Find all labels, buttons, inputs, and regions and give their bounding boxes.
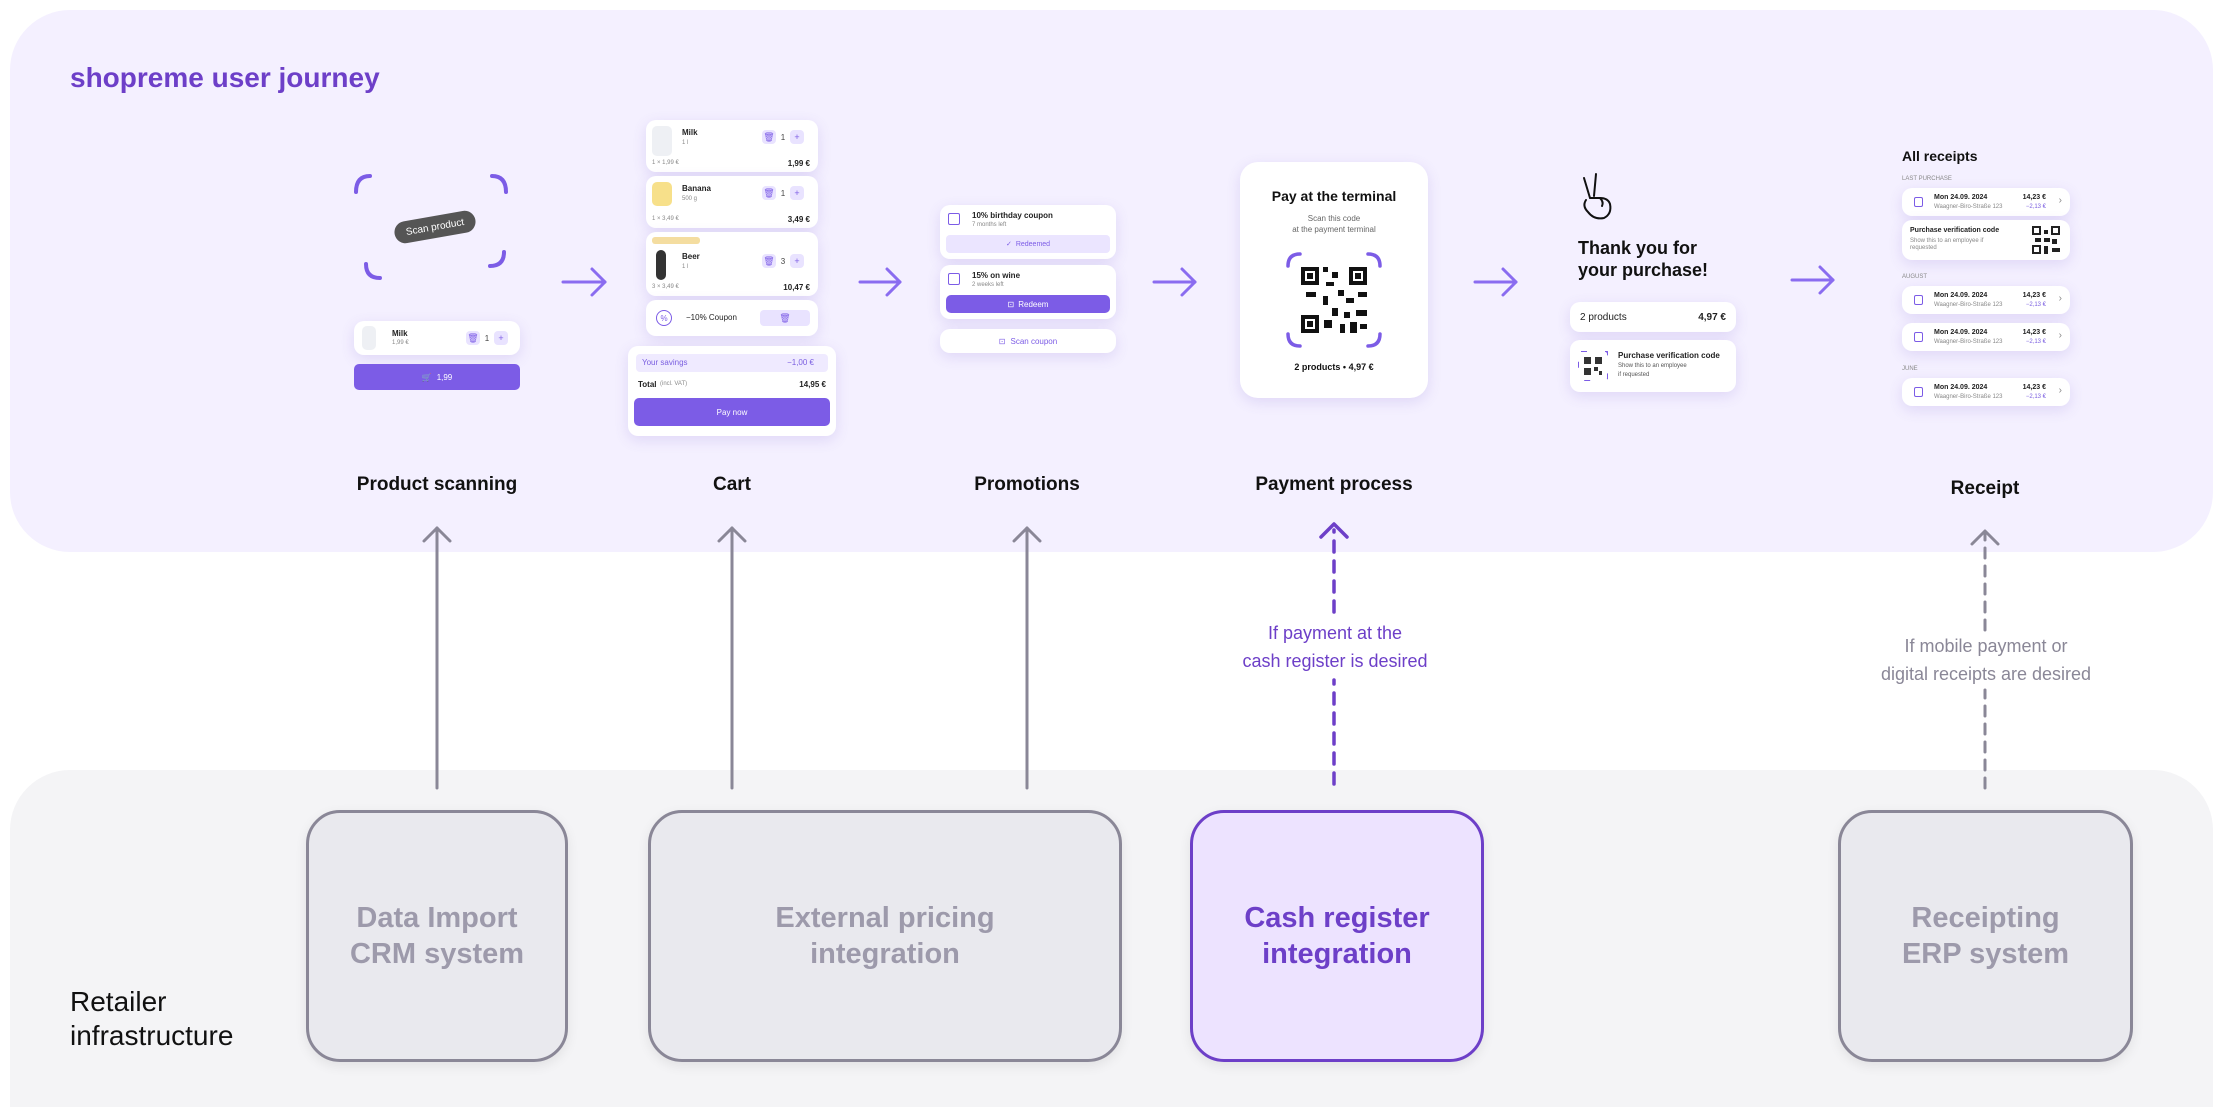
delete-icon: 🗑 <box>779 312 791 323</box>
banana-thumbnail <box>652 182 672 206</box>
cart-summary: Your savings −1,00 € Total (incl. VAT) 1… <box>628 346 836 436</box>
quantity-stepper[interactable]: 🗑3+ <box>762 254 804 268</box>
step-label-receipt: Receipt <box>1950 478 2020 499</box>
step-label-cart: Cart <box>712 474 751 495</box>
delete-icon[interactable]: 🗑 <box>762 186 776 200</box>
scanned-item-price: 1,99 € <box>392 340 409 346</box>
pay-now-button[interactable]: Pay now <box>634 398 830 426</box>
receipt-condition-note: If mobile payment or digital receipts ar… <box>1880 636 2092 684</box>
quantity-stepper[interactable]: 🗑1+ <box>762 130 804 144</box>
receipt-entry[interactable]: Mon 24.09. 2024 Waagner-Biro-Straße 123 … <box>1902 323 2070 351</box>
coupon-icon <box>948 273 960 285</box>
verification-card: Purchase verification code Show this to … <box>1902 220 2070 260</box>
quantity-stepper[interactable]: 🗑1+ <box>762 186 804 200</box>
scan-coupon-button[interactable]: ⊡Scan coupon <box>940 329 1116 353</box>
victory-hand-icon <box>1583 173 1612 220</box>
journey-title: shopreme user journey <box>70 62 380 93</box>
check-icon: ✓ <box>1005 241 1012 248</box>
arrow-up-icon <box>422 526 452 790</box>
plus-icon[interactable]: + <box>790 130 804 144</box>
quantity-stepper[interactable]: 🗑1+ <box>466 331 508 345</box>
payment-summary: 2 products • 4,97 € <box>1294 362 1374 372</box>
coupon-icon <box>948 213 960 225</box>
receipt-icon <box>1914 197 1923 207</box>
receipts-title: All receipts <box>1902 148 1978 164</box>
milk-thumbnail <box>652 126 672 156</box>
cart-icon: 🛒 <box>421 372 432 382</box>
step-label-payment-process: Payment process <box>1255 474 1413 495</box>
scan-icon: ⊡ <box>1007 299 1015 309</box>
step-label-product-scanning: Product scanning <box>356 474 518 495</box>
plus-icon[interactable]: + <box>790 254 804 268</box>
receipt-icon <box>1914 332 1923 342</box>
receipt-icon <box>1914 387 1923 397</box>
chevron-right-icon: › <box>2058 385 2062 396</box>
coupon-card[interactable]: 10% birthday coupon 7 months left ✓Redee… <box>940 205 1116 259</box>
cart-mockup: Milk 1 l 🗑1+ 1 × 1,99 € 1,99 € Banana 50… <box>628 120 836 440</box>
milk-thumbnail <box>362 326 376 350</box>
promotions-mockup: 10% birthday coupon 7 months left ✓Redee… <box>940 205 1116 355</box>
receipts-mockup: All receipts LAST PURCHASE Mon 24.09. 20… <box>1902 146 2074 416</box>
promo-tag <box>652 237 700 244</box>
cart-total-button[interactable]: 🛒1,99 <box>354 364 520 390</box>
qr-code-icon <box>1578 351 1608 381</box>
remove-coupon-button[interactable]: 🗑 <box>760 310 810 326</box>
verification-card: Purchase verification code Show this to … <box>1570 340 1736 392</box>
delete-icon[interactable]: 🗑 <box>762 130 776 144</box>
receipt-icon <box>1914 295 1923 305</box>
step-label-promotions: Promotions <box>974 474 1080 495</box>
redeemed-badge: ✓Redeemed <box>946 235 1110 253</box>
scan-icon: ⊡ <box>998 336 1006 346</box>
coupon-card[interactable]: 15% on wine 2 weeks left ⊡Redeem <box>940 265 1116 319</box>
chevron-right-icon: › <box>2058 330 2062 341</box>
infrastructure-title: Retailer infrastructure <box>70 986 234 1051</box>
chevron-right-icon: › <box>2058 195 2062 206</box>
payment-title: Pay at the terminal <box>1271 188 1397 204</box>
thank-you-mockup: Thank you for your purchase! 2 products … <box>1570 172 1740 402</box>
savings-row <box>636 354 828 372</box>
payment-condition-note: If payment at the cash register is desir… <box>1242 623 1428 671</box>
scanned-item-card[interactable]: Milk 1,99 € 🗑1+ <box>354 321 520 355</box>
qr-code-icon <box>2032 226 2060 254</box>
receipt-entry[interactable]: Mon 24.09. 2024 Waagner-Biro-Straße 123 … <box>1902 286 2070 314</box>
cart-item[interactable]: Milk 1 l 🗑1+ 1 × 1,99 € 1,99 € <box>646 120 818 172</box>
receipt-entry[interactable]: Mon 24.09. 2024 Waagner-Biro-Straße 123 … <box>1902 378 2070 406</box>
plus-icon[interactable]: + <box>494 331 508 345</box>
scan-frame-icon <box>354 174 508 280</box>
beer-thumbnail <box>656 250 666 280</box>
plus-icon[interactable]: + <box>790 186 804 200</box>
delete-icon[interactable]: 🗑 <box>466 331 480 345</box>
chevron-right-icon: › <box>2058 293 2062 304</box>
order-summary-card: 2 products 4,97 € <box>1570 302 1736 332</box>
qr-code-icon <box>1286 252 1382 348</box>
arrow-up-icon <box>1012 526 1042 790</box>
coupon-icon: % <box>656 310 672 326</box>
payment-mockup: Pay at the terminal Scan this code at th… <box>1240 162 1428 398</box>
scanned-item-name: Milk <box>392 329 408 338</box>
scan-mockup: Scan product Milk 1,99 € 🗑1+ 🛒1,99 <box>352 168 522 393</box>
delete-icon[interactable]: 🗑 <box>762 254 776 268</box>
cart-item[interactable]: Banana 500 g 🗑1+ 1 × 3,49 € 3,49 € <box>646 176 818 228</box>
redeem-button[interactable]: ⊡Redeem <box>946 295 1110 313</box>
coupon-row[interactable]: % −10% Coupon 🗑 <box>646 300 818 336</box>
arrow-up-icon <box>717 526 747 790</box>
receipt-entry[interactable]: Mon 24.09. 2024 Waagner-Biro-Straße 123 … <box>1902 188 2070 216</box>
cart-item[interactable]: Beer 1 l 🗑3+ 3 × 3,49 € 10,47 € <box>646 232 818 296</box>
